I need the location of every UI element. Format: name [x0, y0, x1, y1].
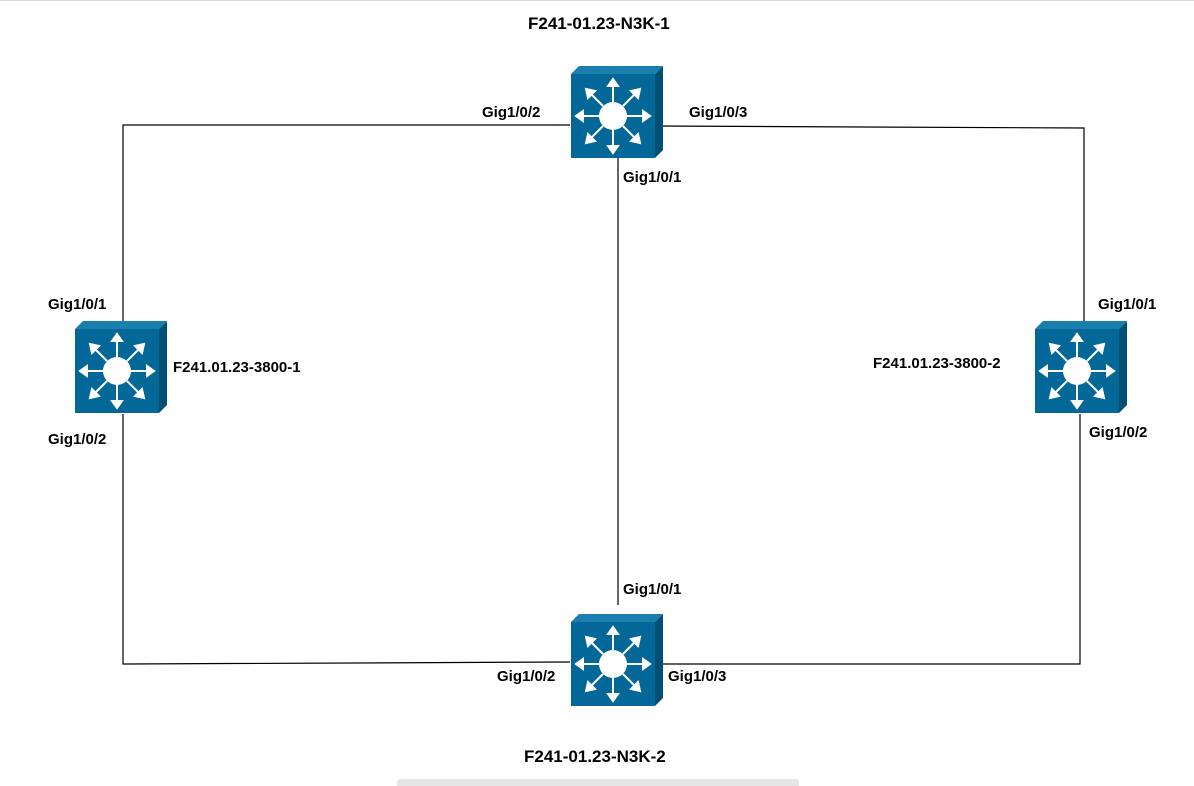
port-label-n3k1-gig1-0-1: Gig1/0/1: [623, 169, 682, 186]
port-label-n3k2-gig1-0-1: Gig1/0/1: [623, 581, 682, 598]
layer3-switch-icon: [79, 333, 155, 409]
port-label-n3k1-gig1-0-2: Gig1/0/2: [482, 104, 541, 121]
link-3800-2-to-n3k2: [655, 414, 1081, 665]
link-3800-1-to-n3k2: [122, 414, 571, 665]
device-name-3800-2: F241.01.23-3800-2: [873, 355, 1001, 372]
switch-n3k-2[interactable]: [571, 614, 663, 706]
links: [122, 124, 1085, 665]
device-name-n3k-2: F241-01.23-N3K-2: [524, 747, 666, 766]
device-name-3800-1: F241.01.23-3800-1: [173, 359, 301, 376]
device-name-n3k-1: F241-01.23-N3K-1: [528, 14, 670, 33]
port-label-n3k1-gig1-0-3: Gig1/0/3: [689, 104, 748, 121]
layer3-switch-icon: [575, 626, 651, 702]
port-label-3800-1-gig1-0-1: Gig1/0/1: [48, 296, 107, 313]
port-label-3800-1-gig1-0-2: Gig1/0/2: [48, 431, 107, 448]
switch-3800-1[interactable]: [75, 321, 167, 413]
switch-n3k-1[interactable]: [571, 66, 663, 158]
top-border: [0, 0, 1194, 1]
link-n3k1-to-3800-1: [122, 124, 570, 322]
port-label-n3k2-gig1-0-2: Gig1/0/2: [497, 668, 556, 685]
port-label-n3k2-gig1-0-3: Gig1/0/3: [668, 668, 727, 685]
layer3-switch-icon: [575, 78, 651, 154]
layer3-switch-icon: [1039, 333, 1115, 409]
port-label-3800-2-gig1-0-1: Gig1/0/1: [1098, 296, 1157, 313]
link-n3k1-to-3800-2: [654, 125, 1085, 322]
switch-3800-2[interactable]: [1035, 321, 1127, 413]
port-label-3800-2-gig1-0-2: Gig1/0/2: [1089, 424, 1148, 441]
horizontal-scrollbar[interactable]: [397, 779, 799, 786]
